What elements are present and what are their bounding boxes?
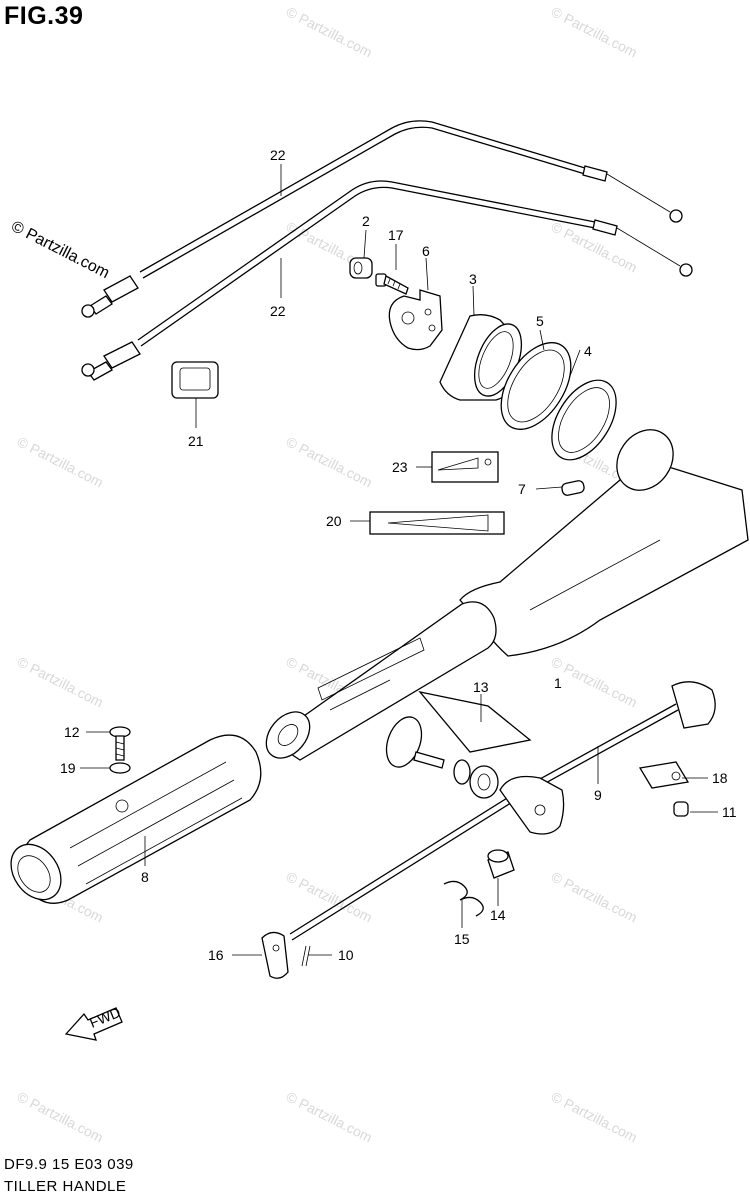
part-9-throttle-rod[interactable] (289, 681, 716, 941)
watermark: © Partzilla.com (284, 433, 375, 490)
figure-title: FIG.39 (4, 2, 84, 30)
callout-6: 6 (422, 243, 430, 259)
watermark: © Partzilla.com (549, 3, 640, 60)
callout-20: 20 (326, 513, 342, 529)
callout-14: 14 (490, 907, 506, 923)
callout-22: 22 (270, 303, 286, 319)
watermark: © Partzilla.com (15, 653, 106, 710)
callout-22: 22 (270, 147, 286, 163)
callout-1: 1 (554, 675, 562, 691)
part-15-spring[interactable] (443, 880, 484, 917)
callout-12: 12 (64, 724, 80, 740)
part-4-ring[interactable] (539, 369, 630, 471)
part-2-nut[interactable] (349, 257, 373, 279)
watermark: © Partzilla.com (549, 868, 640, 925)
watermark: © Partzilla.com (15, 433, 106, 490)
callout-13: 13 (473, 679, 489, 695)
callout-15: 15 (454, 931, 470, 947)
watermark: © Partzilla.com (549, 653, 640, 710)
callout-9: 9 (594, 787, 602, 803)
part-20-decal[interactable] (369, 511, 505, 535)
diagram-code: DF9.9 15 E03 039 (4, 1156, 134, 1173)
callout-4: 4 (584, 343, 592, 359)
callout-23: 23 (392, 459, 408, 475)
diagram-caption: TILLER HANDLE (4, 1178, 127, 1195)
part-12-screw[interactable] (109, 726, 131, 761)
callout-11: 11 (722, 804, 737, 820)
callout-10: 10 (338, 947, 354, 963)
leader-lines (80, 164, 718, 956)
part-5-ring[interactable] (487, 330, 585, 441)
callout-7: 7 (518, 481, 526, 497)
part-19-washer[interactable] (109, 762, 131, 774)
part-7-pad[interactable] (561, 480, 585, 496)
part-1-tiller-handle[interactable] (257, 419, 749, 767)
part-17-bolt[interactable] (375, 273, 409, 295)
part-23-label-plate[interactable] (431, 451, 499, 483)
part-14-bushing[interactable] (487, 849, 515, 879)
fwd-arrow-icon: FWD (64, 1004, 123, 1041)
part-8-grip[interactable] (1, 734, 262, 909)
callout-17: 17 (388, 227, 404, 243)
part-11-nut[interactable] (673, 801, 689, 817)
callout-19: 19 (60, 760, 76, 776)
watermark: © Partzilla.com (15, 1088, 106, 1145)
watermark: © Partzilla.com (549, 1088, 640, 1145)
part-16-knob[interactable] (261, 931, 289, 979)
part-18-clip[interactable] (638, 761, 690, 789)
callout-21: 21 (188, 433, 204, 449)
callout-16: 16 (208, 947, 224, 963)
watermark: © Partzilla.com (284, 3, 375, 60)
callout-18: 18 (712, 770, 728, 786)
cable-22-lower[interactable] (81, 180, 693, 381)
callouts: 22 22 2 17 6 3 5 4 21 23 7 20 1 13 12 19… (60, 147, 737, 963)
part-21-grommet[interactable] (171, 361, 219, 399)
part-6-plate[interactable] (388, 289, 443, 351)
part-13-bracket[interactable] (380, 690, 532, 799)
cable-22-upper[interactable] (81, 120, 683, 318)
callout-3: 3 (469, 271, 477, 287)
part-10-pin[interactable] (301, 945, 311, 967)
watermark: © Partzilla.com (284, 1088, 375, 1145)
callout-8: 8 (141, 869, 149, 885)
callout-2: 2 (362, 213, 370, 229)
callout-5: 5 (536, 313, 544, 329)
